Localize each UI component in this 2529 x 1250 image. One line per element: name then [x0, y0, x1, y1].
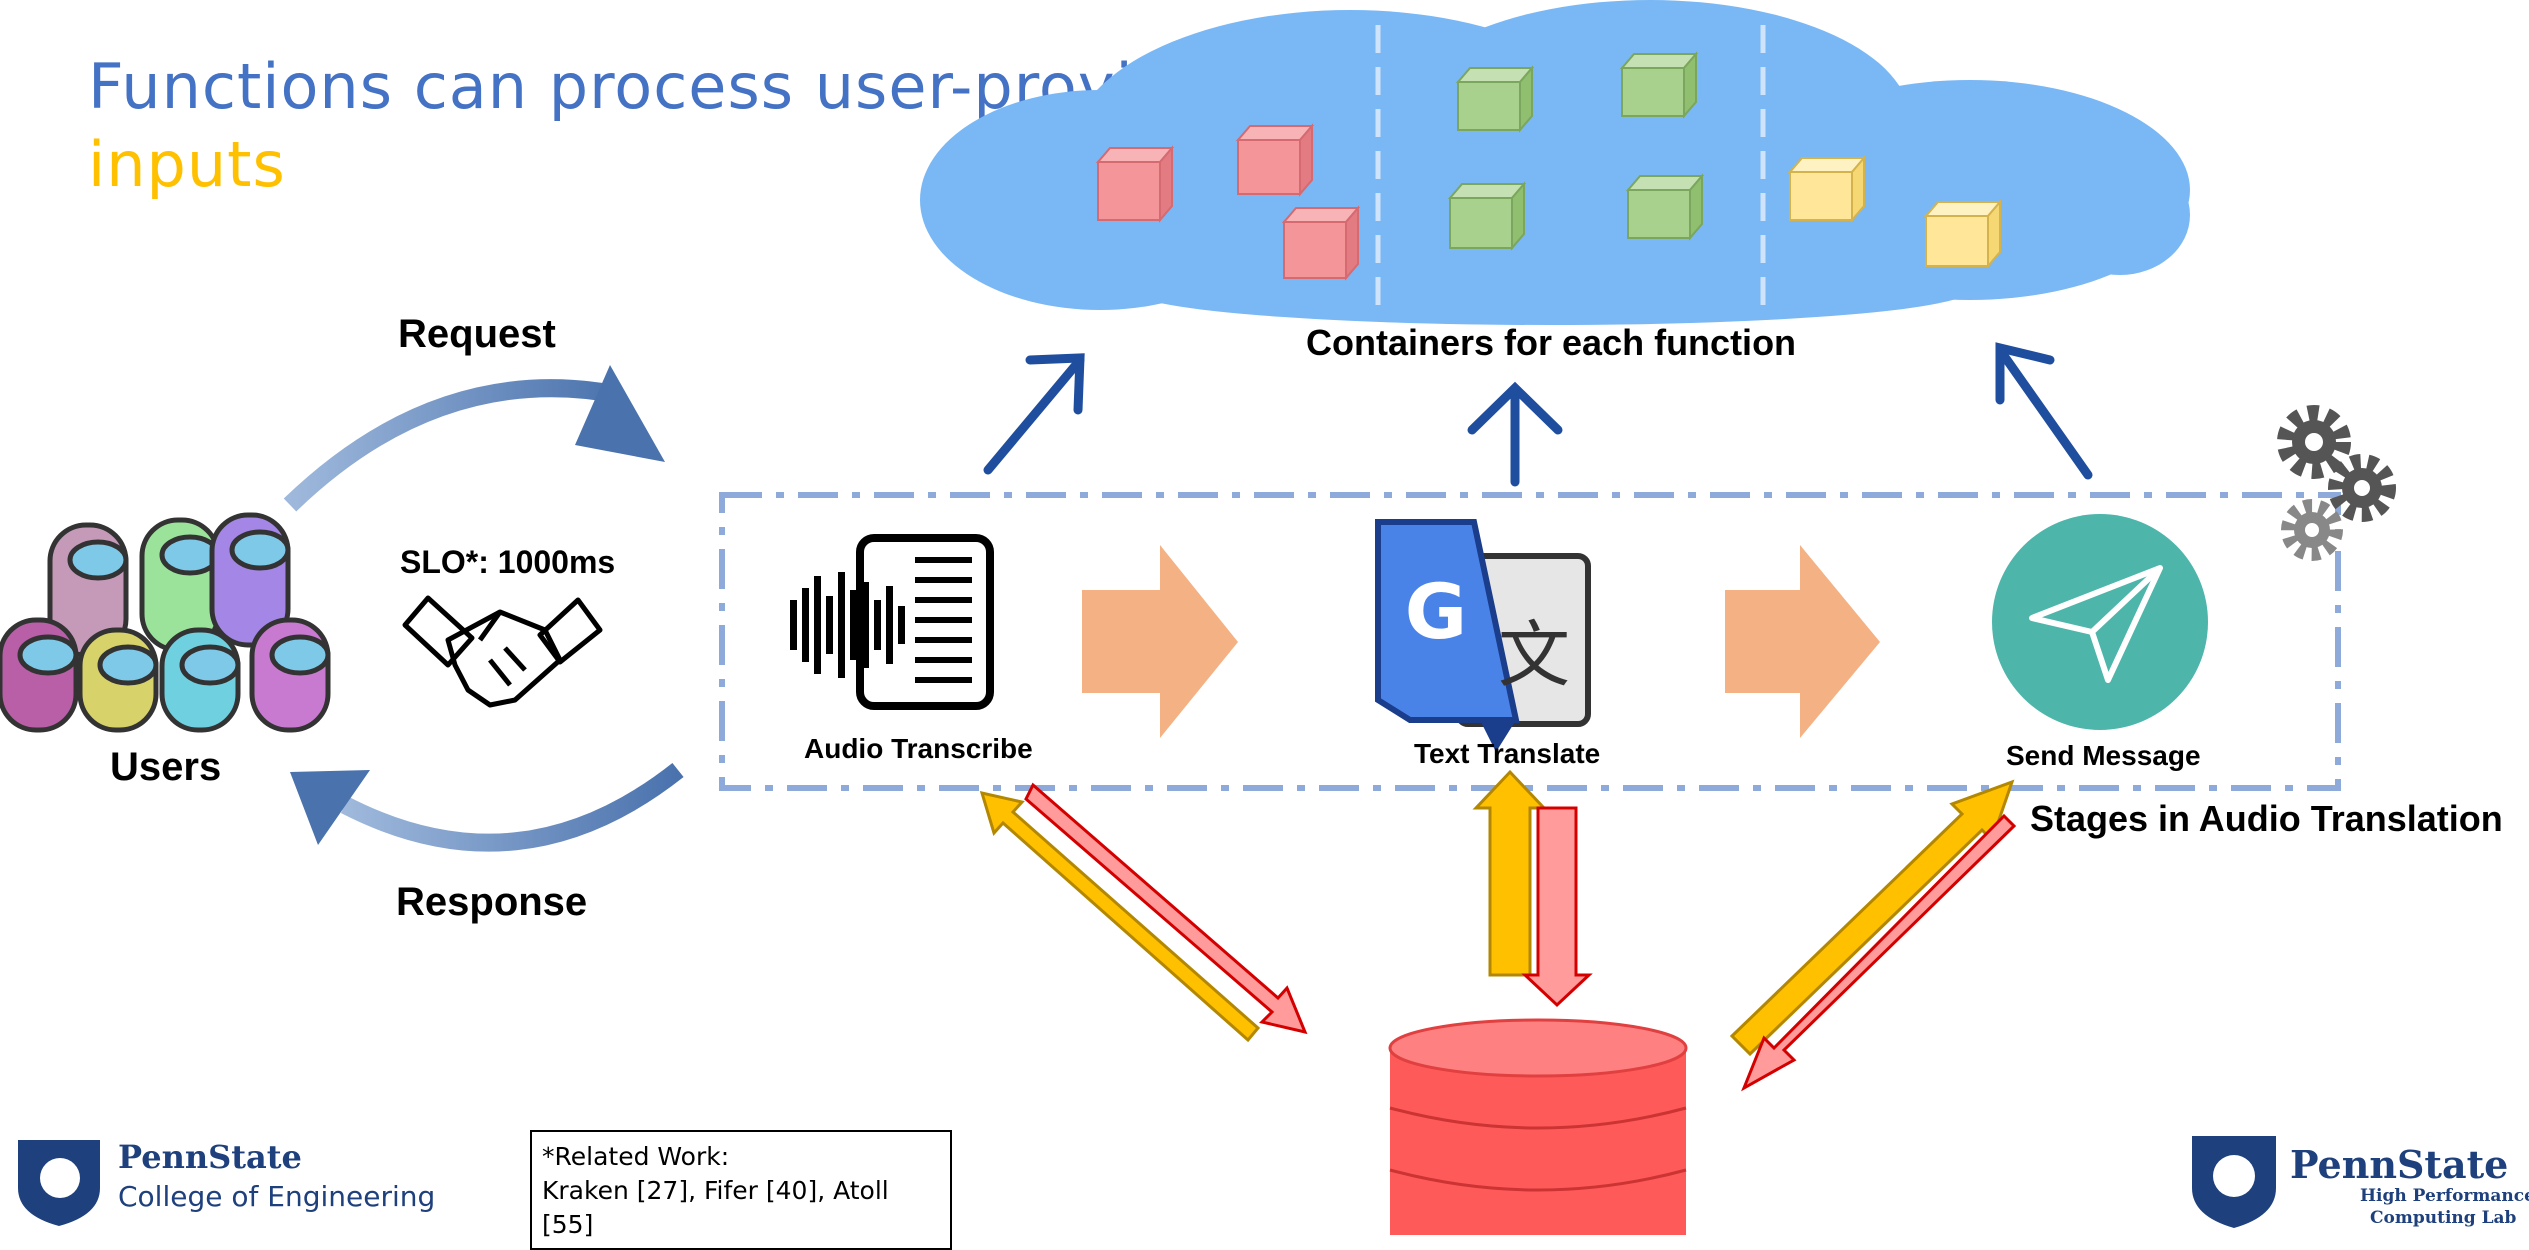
stage-label-text-translate: Text Translate	[1414, 738, 1601, 769]
related-work-citations: Kraken [27], Fifer [40], Atoll [55]	[542, 1176, 889, 1239]
db-read-arrow	[1729, 779, 2015, 1057]
logo-right-subtitle-2: Computing Lab	[2370, 1208, 2517, 1228]
users-crowd-icon	[0, 512, 331, 733]
gear-icon	[2328, 454, 2396, 522]
db-write-arrow	[1741, 813, 2017, 1092]
container-cube-red	[1235, 123, 1315, 197]
db-read-arrow	[1472, 769, 1548, 977]
stages-label: Stages in Audio Translation	[2030, 798, 2503, 839]
containers-label: Containers for each function	[1306, 322, 1797, 363]
gear-icon	[2277, 405, 2351, 479]
container-cube-green	[1619, 51, 1699, 119]
container-cube-green	[1455, 65, 1535, 133]
flow-arrow	[1725, 545, 1880, 738]
audio-transcribe-icon	[790, 534, 994, 710]
users-label: Users	[110, 745, 222, 789]
slo-label: SLO*: 1000ms	[400, 544, 616, 580]
container-cube-red	[1095, 145, 1175, 223]
response-arrow	[290, 762, 684, 852]
pennstate-shield-logo	[2192, 1136, 2276, 1228]
up-arrow	[983, 353, 1085, 475]
database-icon	[1388, 1018, 1688, 1235]
container-cube-yellow	[1923, 199, 2003, 269]
container-cube-red	[1281, 205, 1361, 281]
slide-title: Functions can process user-provided inpu…	[88, 48, 1254, 204]
related-work-heading: *Related Work:	[542, 1142, 730, 1171]
db-write-arrow	[1521, 806, 1593, 1008]
db-read-arrow	[979, 790, 1261, 1043]
logo-left-wordmark: PennState	[118, 1138, 302, 1176]
request-label: Request	[398, 312, 556, 356]
container-cube-green	[1625, 173, 1705, 241]
logo-left-subtitle: College of Engineering	[118, 1180, 436, 1213]
logo-right-wordmark: PennState	[2290, 1142, 2509, 1187]
container-cube-yellow	[1787, 155, 1867, 223]
svg-text:G: G	[1405, 567, 1467, 656]
request-arrow	[283, 365, 665, 512]
title-line-2: inputs	[88, 128, 286, 201]
db-write-arrow	[1024, 782, 1308, 1035]
flow-arrow	[1082, 545, 1238, 738]
container-cube-green	[1447, 181, 1527, 251]
up-arrow	[1467, 381, 1563, 487]
up-arrow	[1995, 342, 2093, 480]
stage-box	[719, 492, 2341, 791]
stage-label-send-message: Send Message	[2006, 740, 2201, 771]
send-message-icon	[1992, 514, 2208, 730]
pennstate-shield-logo	[18, 1140, 100, 1226]
stage-label-audio-transcribe: Audio Transcribe	[804, 733, 1033, 764]
gear-icon	[2281, 499, 2343, 561]
handshake-icon	[402, 595, 603, 708]
related-work-box: *Related Work: Kraken [27], Fifer [40], …	[530, 1130, 952, 1250]
svg-text:文: 文	[1498, 613, 1570, 697]
google-translate-icon: G 文	[1375, 519, 1591, 752]
response-label: Response	[396, 880, 588, 924]
related-work-note: References in paper	[542, 1242, 940, 1248]
logo-right-subtitle-1: High Performance	[2360, 1186, 2529, 1206]
